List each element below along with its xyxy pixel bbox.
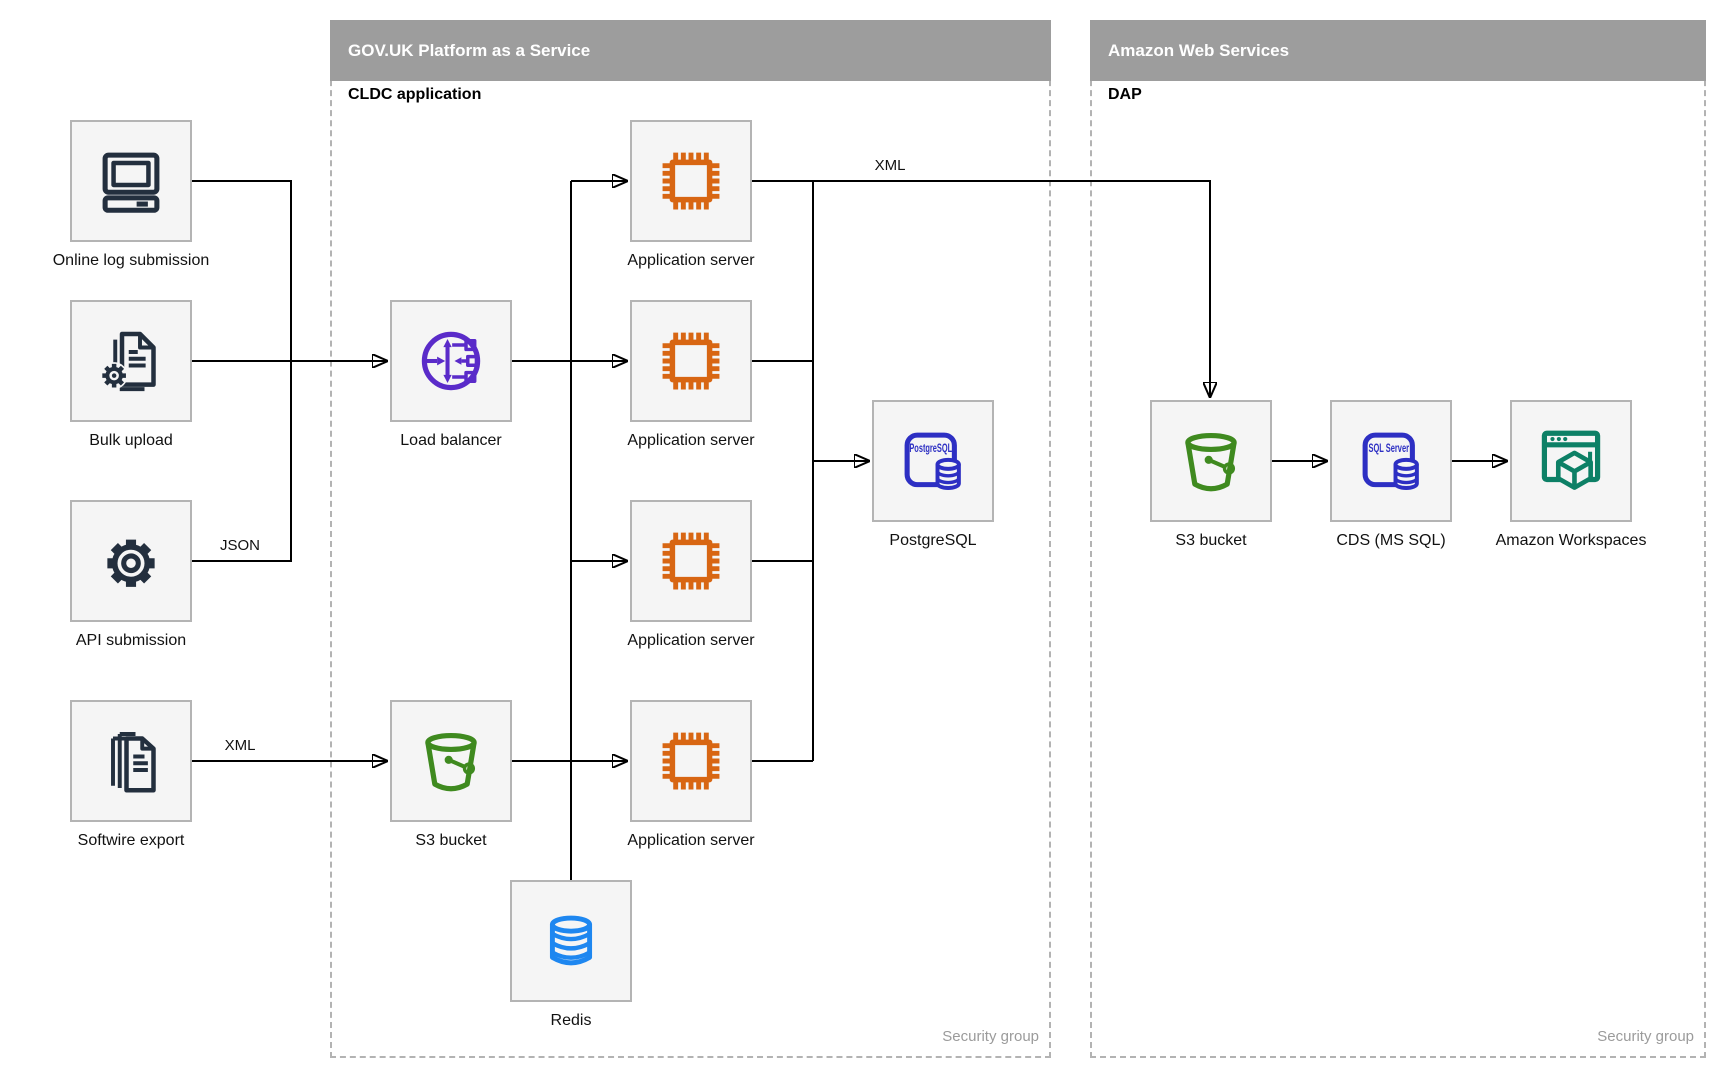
node-label: S3 bucket	[1175, 532, 1247, 549]
chip-icon	[662, 152, 720, 210]
edge-sources-merge	[192, 180, 292, 562]
node-label: Application server	[627, 432, 755, 449]
s3-bucket-box	[390, 700, 512, 822]
workspaces-box	[1510, 400, 1632, 522]
node-amazon-workspaces: Amazon Workspaces	[1495, 400, 1647, 550]
json-edge-label: JSON	[219, 537, 261, 554]
cldc-application-label: CLDC application	[348, 86, 482, 103]
node-s3-bucket-aws: S3 bucket	[1150, 400, 1272, 550]
chip-icon	[662, 732, 720, 790]
node-bulk-upload: Bulk upload	[70, 300, 192, 450]
node-api-submission: API submission	[70, 500, 192, 650]
node-label: API submission	[75, 632, 187, 649]
node-application-server-2: Application server	[627, 300, 755, 450]
node-label: Application server	[627, 632, 755, 649]
xml-softwire-edge-label: XML	[224, 737, 256, 754]
postgresql-box: PostgreSQL	[872, 400, 994, 522]
node-label: Online log submission	[52, 252, 210, 269]
dap-label: DAP	[1108, 86, 1142, 103]
redis-db-icon	[549, 915, 593, 966]
cds-box: SQL Server	[1330, 400, 1452, 522]
api-submission-box	[70, 500, 192, 622]
node-label: CDS (MS SQL)	[1336, 532, 1446, 549]
aws-security-group-label: Security group	[1597, 1028, 1694, 1045]
bucket-icon	[425, 732, 477, 792]
workspaces-icon	[1541, 430, 1601, 490]
node-label: Load balancer	[400, 432, 502, 449]
govuk-paas-title: GOV.UK Platform as a Service	[348, 40, 591, 60]
node-application-server-3: Application server	[627, 500, 755, 650]
govuk-paas-header: GOV.UK Platform as a Service	[330, 20, 1051, 81]
online-log-box	[70, 120, 192, 242]
sqlserver-icon: SQL Server	[1362, 432, 1419, 490]
chip-icon	[662, 332, 720, 390]
redis-box	[510, 880, 632, 1002]
load-balancer-box	[390, 300, 512, 422]
node-online-log-submission: Online log submission	[52, 120, 210, 270]
aws-header: Amazon Web Services	[1090, 20, 1706, 81]
node-label: Bulk upload	[89, 432, 173, 449]
aws-title: Amazon Web Services	[1108, 40, 1290, 60]
node-label: Amazon Workspaces	[1495, 532, 1647, 549]
node-load-balancer: Load balancer	[390, 300, 512, 450]
chip-icon	[662, 532, 720, 590]
node-cds-mssql: SQL Server CDS (MS SQL)	[1330, 400, 1452, 550]
application-server-box	[630, 120, 752, 242]
node-label: S3 bucket	[415, 832, 487, 849]
application-server-box	[630, 500, 752, 622]
govuk-security-group-label: Security group	[942, 1028, 1039, 1045]
softwire-export-box	[70, 700, 192, 822]
node-label: Application server	[627, 832, 755, 849]
node-label: Application server	[627, 252, 755, 269]
bucket-icon	[1185, 432, 1237, 492]
node-redis: Redis	[510, 880, 632, 1030]
sqlserver-icon-text: SQL Server	[1369, 441, 1410, 455]
node-label: Redis	[550, 1012, 592, 1029]
postgresql-icon-text: PostgreSQL	[909, 441, 952, 455]
xml-aws-edge-label: XML	[874, 157, 906, 174]
bulk-upload-box	[70, 300, 192, 422]
documents-stack-icon	[111, 732, 156, 793]
node-label: Softwire export	[77, 832, 185, 849]
document-gear-icon	[100, 331, 156, 392]
postgresql-icon: PostgreSQL	[904, 432, 961, 490]
computer-icon	[102, 152, 160, 213]
node-label: PostgreSQL	[889, 532, 977, 549]
node-application-server-1: Application server	[627, 120, 755, 270]
node-application-server-4: Application server	[627, 700, 755, 850]
application-server-box	[630, 700, 752, 822]
load-balancer-icon	[421, 331, 481, 391]
application-server-box	[630, 300, 752, 422]
node-softwire-export: Softwire export	[70, 700, 192, 850]
s3-bucket-box	[1150, 400, 1272, 522]
node-s3-bucket-govuk: S3 bucket	[390, 700, 512, 850]
gear-icon	[107, 539, 155, 587]
node-postgresql: PostgreSQL PostgreSQL	[872, 400, 994, 550]
